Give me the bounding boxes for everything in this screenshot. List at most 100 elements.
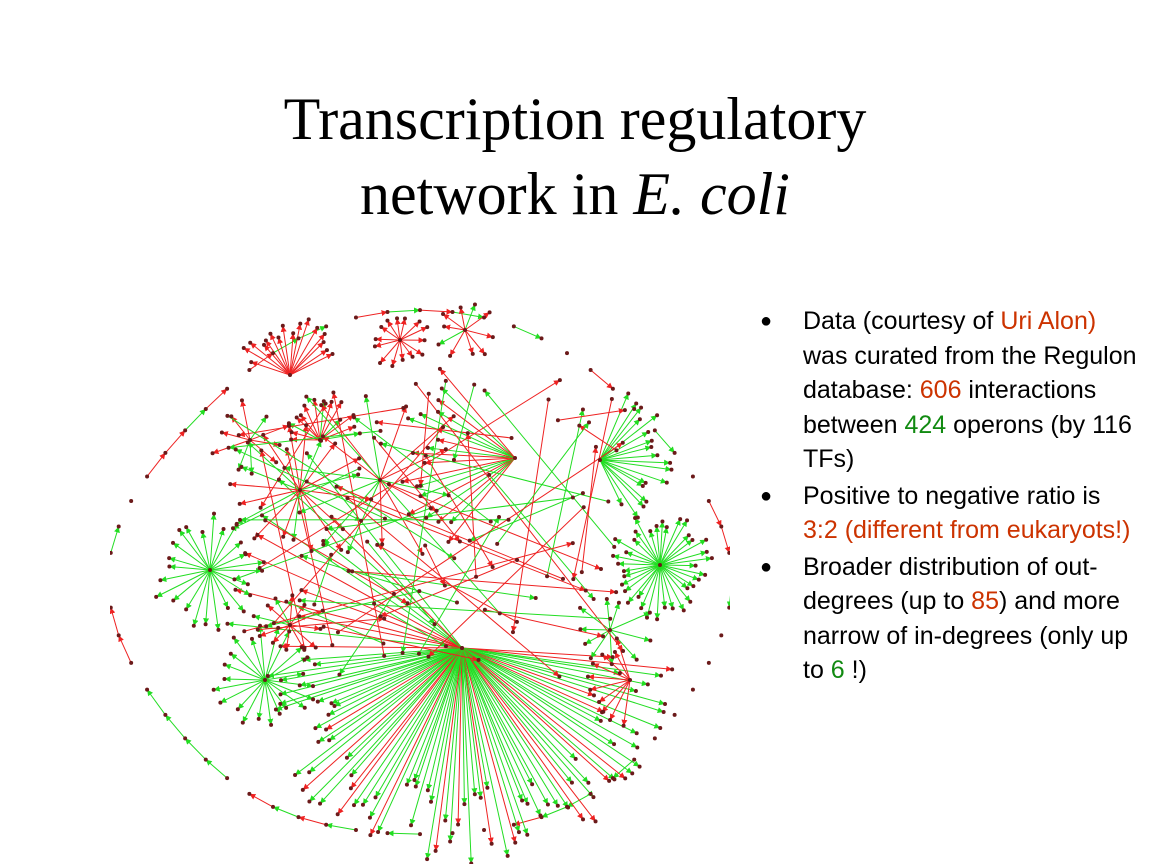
operon-node <box>226 445 231 450</box>
operon-node <box>664 525 669 530</box>
activation-edge <box>301 554 458 603</box>
repression-edge <box>289 319 310 376</box>
operon-node <box>400 357 405 362</box>
operon-node <box>363 394 368 399</box>
operon-node <box>579 570 584 575</box>
operon-node <box>273 707 278 712</box>
activation-edge <box>209 528 225 571</box>
operon-node <box>425 857 430 862</box>
operon-node <box>652 736 657 741</box>
repression-edge <box>323 626 479 662</box>
operon-node <box>546 397 551 402</box>
activation-edge <box>237 679 266 710</box>
operon-node <box>621 723 626 728</box>
operon-node <box>418 308 422 313</box>
operon-node <box>400 650 405 655</box>
operon-node <box>318 626 323 631</box>
operon-node <box>560 576 565 581</box>
repression-edge <box>442 313 466 331</box>
text: was curated from the Regulon database: <box>803 341 1137 405</box>
operon-node <box>309 549 314 554</box>
repression-edge <box>398 339 405 360</box>
repression-edge <box>243 347 291 376</box>
repression-edge <box>296 417 321 441</box>
activation-edge <box>609 629 651 642</box>
text: Data (courtesy of <box>803 307 1001 335</box>
operon-node <box>506 517 511 522</box>
operon-node <box>426 654 431 659</box>
title-organism: E. coli <box>633 161 790 227</box>
operon-node <box>312 602 317 607</box>
activation-edge <box>461 647 468 805</box>
repression-edge <box>253 489 301 539</box>
activation-edge <box>172 542 211 571</box>
repression-edge <box>444 324 466 331</box>
operon-node <box>424 515 429 520</box>
operon-node <box>636 594 641 599</box>
repression-edge <box>609 679 631 721</box>
operon-node <box>297 510 302 515</box>
repression-edge <box>289 341 324 376</box>
activation-edge <box>659 550 707 566</box>
operon-node <box>585 674 590 679</box>
operon-node <box>304 423 309 428</box>
operon-node <box>302 403 307 408</box>
operon-node <box>545 802 550 807</box>
operon-node <box>296 336 301 341</box>
operon-node <box>450 831 455 836</box>
operon-node <box>727 605 730 610</box>
operon-node <box>277 711 282 716</box>
activation-edge <box>599 459 646 484</box>
activation-edge <box>461 647 648 687</box>
operon-node <box>284 705 289 710</box>
repression-edge <box>399 339 423 355</box>
activation-edge <box>609 602 620 631</box>
activation-edge <box>461 647 666 706</box>
repression-edge <box>513 816 542 827</box>
activation-edge <box>461 647 541 816</box>
operon-node <box>297 598 302 603</box>
operon-node <box>404 782 409 787</box>
operon-node <box>607 778 612 783</box>
operon-node <box>351 803 356 808</box>
operon-node <box>578 605 583 610</box>
operon-node <box>324 526 329 531</box>
repression-edge <box>347 497 560 677</box>
activation-edge <box>599 459 644 507</box>
activation-edge <box>184 408 207 431</box>
operon-node <box>234 522 239 527</box>
activation-edge <box>649 530 661 566</box>
operon-node <box>203 622 208 627</box>
repression-edge <box>720 526 730 554</box>
activation-edge <box>418 516 500 654</box>
operon-node <box>600 710 605 715</box>
operon-node <box>443 644 448 649</box>
operon-node <box>446 539 451 544</box>
activation-edge <box>461 647 573 783</box>
activation-edge <box>209 560 264 571</box>
activation-edge <box>599 393 629 461</box>
operon-node <box>348 786 353 791</box>
repression-edge <box>379 339 401 364</box>
activation-edge <box>387 830 421 837</box>
repression-edge <box>355 310 388 318</box>
repression-edge <box>299 443 336 491</box>
operon-node <box>578 627 583 632</box>
operon-node <box>274 460 279 465</box>
operon-node <box>612 742 617 747</box>
operon-node <box>311 697 316 702</box>
operon-node <box>294 415 299 420</box>
repression-edge <box>299 489 344 530</box>
operon-node <box>645 682 650 687</box>
repression-edge <box>399 321 420 341</box>
operon-node <box>357 431 362 436</box>
repression-edge <box>284 624 291 650</box>
operon-node <box>727 550 730 555</box>
operon-node <box>581 817 586 822</box>
operon-node <box>378 360 383 365</box>
repression-edge <box>235 588 463 649</box>
operon-node <box>514 619 519 624</box>
operon-node <box>591 597 596 602</box>
operon-node <box>359 518 364 523</box>
operon-node <box>451 414 456 419</box>
